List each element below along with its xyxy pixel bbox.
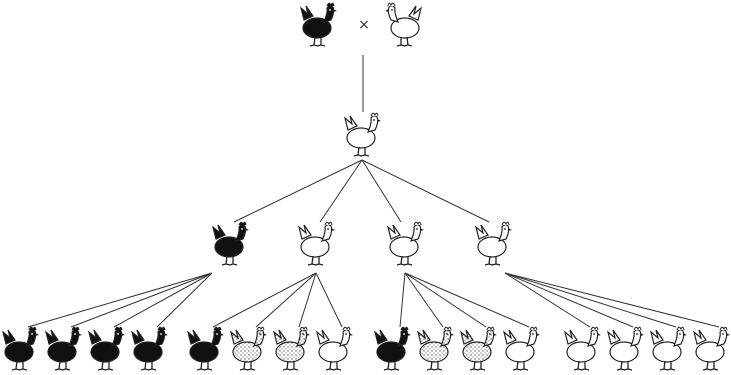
line-f2-1-to-f3-1 [27,272,213,328]
f2-hen-2 [298,221,335,266]
f3-hen-4-1 [564,326,601,371]
f3-hen-4-4 [693,326,730,371]
line-f1-to-f2-2 [319,159,363,223]
parent-hen-1 [300,2,337,47]
line-f1-to-f2-4 [361,159,490,223]
f3-hen-1-3 [88,326,125,371]
line-f1-to-f2-3 [361,159,402,223]
f3-hen-3-1 [374,326,411,371]
line-f2-3-to-f3-3 [404,272,487,328]
f2-hen-4 [475,221,512,266]
f3-hen-4-2 [607,326,644,371]
line-f2-3-to-f3-4 [404,272,530,328]
line-f2-3-to-f3-1 [399,272,406,328]
f2-hen-1 [212,221,249,266]
line-f1-to-f2-1 [233,159,363,223]
line-f2-1-to-f3-3 [113,272,213,328]
f3-hen-1-4 [131,326,168,371]
f3-hen-3-4 [503,326,540,371]
bird-figures [2,2,730,371]
line-f2-3-to-f3-2 [404,272,444,328]
f2-hen-3 [387,221,424,266]
connector-lines [27,55,720,328]
f3-hen-2-3 [273,326,310,371]
parent-hen-2 [385,2,422,47]
f3-hen-3-2 [417,326,454,371]
line-f2-4-to-f3-4 [504,272,720,328]
line-f2-4-to-f3-2 [504,272,634,328]
line-f2-4-to-f3-3 [504,272,677,328]
f3-hen-1-1 [2,326,39,371]
line-f2-2-to-f3-1 [212,272,317,328]
line-f2-4-to-f3-1 [504,272,591,328]
f3-hen-2-2 [230,326,267,371]
f3-hen-2-4 [316,326,353,371]
f3-hen-2-1 [187,326,224,371]
cross-symbol: × [358,17,370,33]
line-f2-1-to-f3-2 [70,272,213,328]
line-f2-2-to-f3-4 [315,272,343,328]
line-f2-1-to-f3-4 [156,272,213,328]
f3-hen-4-3 [650,326,687,371]
f3-hen-1-2 [45,326,82,371]
f3-hen-3-3 [460,326,497,371]
line-f2-2-to-f3-3 [298,272,317,328]
f1-hen [344,112,381,157]
line-f2-2-to-f3-2 [255,272,317,328]
